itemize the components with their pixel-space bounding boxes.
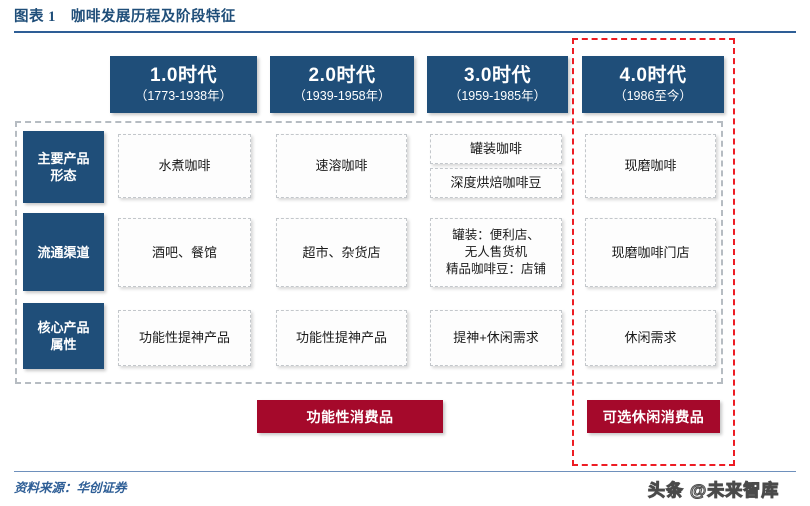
era-years-1: （1773-1938年） (134, 88, 233, 103)
era-title-2: 2.0时代 (308, 64, 376, 86)
cell-r2-c4-text: 现磨咖啡门店 (611, 244, 690, 260)
cell-r2-c2: 超市、杂货店 (276, 218, 407, 287)
cell-r2-c3: 罐装：便利店、 无人售货机 精品咖啡豆：店铺 (430, 218, 562, 287)
era-years-4: （1986至今） (614, 88, 692, 103)
era-header-4: 4.0时代 （1986至今） (582, 56, 724, 113)
era-years-2: （1939-1958年） (293, 88, 391, 103)
cell-r2-c1-text: 酒吧、餐馆 (151, 244, 217, 260)
row-label-product-form-text: 主要产品形态 (37, 151, 90, 183)
row-label-product-form: 主要产品形态 (23, 131, 104, 203)
era-title-1: 1.0时代 (150, 64, 217, 86)
cell-r3-c4: 休闲需求 (585, 310, 716, 366)
cell-r2-c1: 酒吧、餐馆 (118, 218, 251, 287)
cell-r2-c4: 现磨咖啡门店 (585, 218, 716, 287)
page-title: 图表 1 咖啡发展历程及阶段特征 (14, 9, 236, 25)
cell-r1-c1: 水煮咖啡 (118, 134, 251, 198)
summary-bar-leisure-text: 可选休闲消费品 (602, 408, 705, 425)
cell-r3-c2-text: 功能性提神产品 (295, 330, 387, 345)
cell-r3-c3-text: 提神+休闲需求 (453, 330, 539, 345)
footer-divider (14, 471, 796, 472)
era-title-4: 4.0时代 (619, 64, 687, 86)
title-divider (14, 31, 796, 33)
chart-title-bar: 图表 1 咖啡发展历程及阶段特征 (14, 8, 796, 33)
cell-r3-c1: 功能性提神产品 (118, 310, 251, 366)
cell-r3-c2: 功能性提神产品 (276, 310, 407, 366)
cell-r1-c1-text: 水煮咖啡 (158, 158, 211, 173)
summary-bar-functional-text: 功能性消费品 (306, 408, 394, 425)
era-header-3: 3.0时代 （1959-1985年） (427, 56, 568, 113)
cell-r1-c2: 速溶咖啡 (276, 134, 407, 198)
summary-bar-functional: 功能性消费品 (257, 400, 443, 433)
cell-r1-c4: 现磨咖啡 (585, 134, 716, 198)
cell-r3-c3: 提神+休闲需求 (430, 310, 562, 366)
cell-r3-c4-text: 休闲需求 (624, 330, 677, 345)
era-years-3: （1959-1985年） (448, 88, 547, 103)
era-title-3: 3.0时代 (464, 64, 531, 86)
cell-r1-c3-a: 罐装咖啡 (430, 134, 562, 164)
cell-r2-c2-text: 超市、杂货店 (302, 244, 381, 260)
row-label-core-attribute-text: 核心产品属性 (37, 320, 90, 352)
source-note: 资料来源：华创证券 (14, 481, 127, 495)
era-header-2: 2.0时代 （1939-1958年） (270, 56, 414, 113)
cell-r2-c3-text: 罐装：便利店、 无人售货机 精品咖啡豆：店铺 (445, 228, 546, 276)
row-label-distribution: 流通渠道 (23, 213, 104, 291)
cell-r1-c2-text: 速溶咖啡 (315, 158, 368, 173)
cell-r1-c3-b: 深度烘焙咖啡豆 (430, 168, 562, 198)
cell-r3-c1-text: 功能性提神产品 (138, 330, 230, 345)
cell-r1-c3-b-text: 深度烘焙咖啡豆 (450, 175, 542, 190)
row-label-distribution-text: 流通渠道 (37, 244, 90, 260)
row-label-core-attribute: 核心产品属性 (23, 303, 104, 369)
watermark-label: 头条 @未来智库 (647, 481, 780, 501)
era-header-1: 1.0时代 （1773-1938年） (110, 56, 257, 113)
summary-bar-leisure: 可选休闲消费品 (587, 400, 720, 433)
cell-r1-c3-a-text: 罐装咖啡 (469, 141, 522, 156)
cell-r1-c4-text: 现磨咖啡 (624, 158, 677, 173)
